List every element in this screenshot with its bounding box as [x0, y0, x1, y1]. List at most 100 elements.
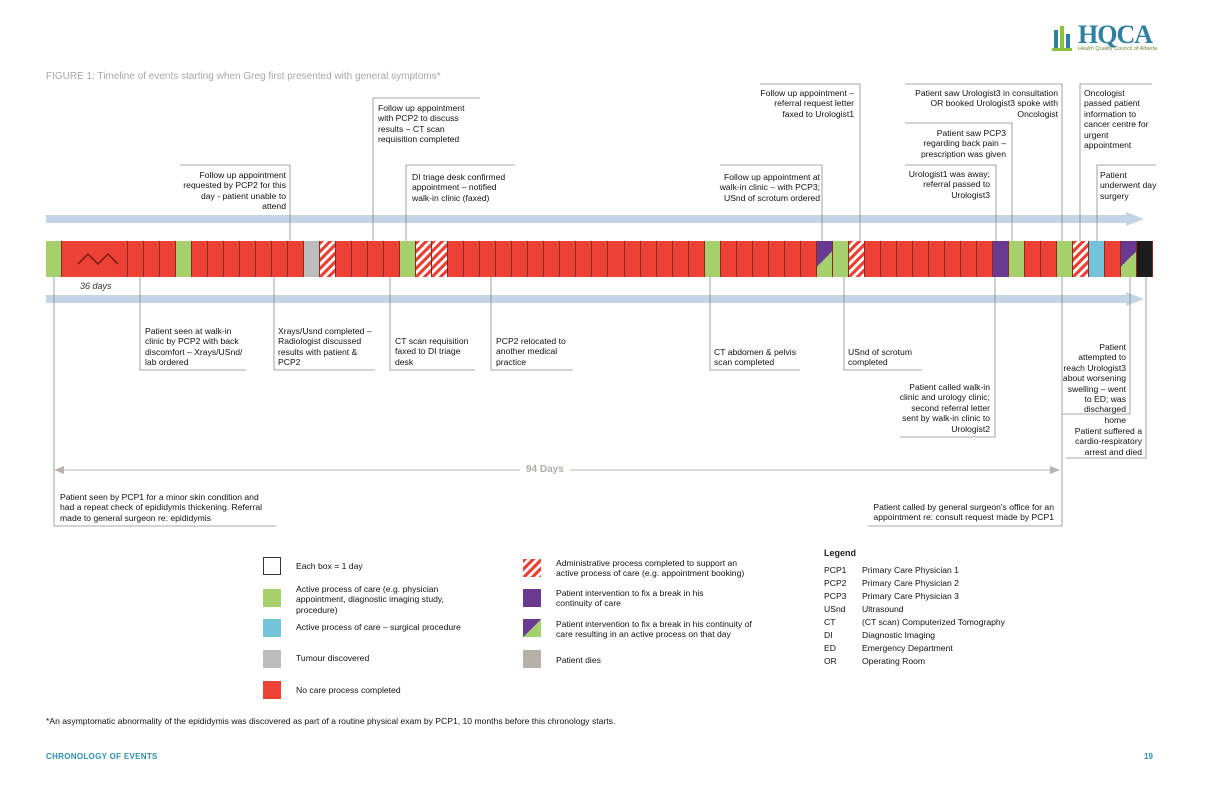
legend-swatch-dies — [523, 650, 541, 668]
day-no-care-red — [352, 241, 369, 277]
day-no-care-red — [944, 241, 961, 277]
legend-label-day: Each box = 1 day — [296, 561, 363, 571]
legend-swatch-admin — [523, 559, 541, 577]
annotation-walkin-pcp2: Patient seen at walk-in clinic by PCP2 w… — [145, 326, 243, 368]
day-no-care-red — [592, 241, 609, 277]
day-no-care-red — [720, 241, 737, 277]
annotation-oncologist: Oncologist passed patient information to… — [1084, 88, 1149, 151]
day-no-care-red — [224, 241, 241, 277]
day-no-care-red — [208, 241, 225, 277]
annotation-followup-pcp2: Follow up appointment with PCP2 to discu… — [378, 103, 465, 145]
legend-swatch-intervention-active — [523, 619, 541, 637]
legend-swatch-active — [263, 589, 281, 607]
annotation-second-referral: Patient called walk-in clinic and urolog… — [899, 382, 990, 434]
page-number: 19 — [1144, 752, 1153, 761]
day-no-care-red — [624, 241, 641, 277]
annotation-followup-requested: Follow up appointment requested by PCP2 … — [183, 170, 286, 212]
abbreviation-value: Primary Care Physician 1 — [862, 565, 959, 575]
abbreviation-value: Operating Room — [862, 656, 926, 666]
day-no-care-red — [640, 241, 657, 277]
day-tumour-grey — [304, 241, 321, 277]
day-no-care-red — [528, 241, 545, 277]
day-admin-hatched — [432, 241, 449, 277]
abbreviation-value: Primary Care Physician 3 — [862, 591, 959, 601]
legend-label-tumour: Tumour discovered — [296, 653, 370, 663]
day-compressed-36 — [62, 241, 129, 277]
day-active-green — [832, 241, 849, 277]
day-no-care-red — [960, 241, 977, 277]
annotation-went-to-ed: Patient attempted to reach Urologist3 ab… — [1062, 342, 1126, 425]
figure-title: FIGURE 1: Timeline of events starting wh… — [46, 71, 441, 82]
day-no-care-red — [240, 241, 257, 277]
legend-label-active: Active process of care (e.g. physician a… — [296, 584, 444, 615]
day-no-care-red — [800, 241, 817, 277]
day-active-green — [1056, 241, 1073, 277]
day-no-care-red — [512, 241, 529, 277]
day-no-care-red — [928, 241, 945, 277]
day-surgical-blue — [1088, 241, 1105, 277]
day-no-care-red — [976, 241, 993, 277]
legend-label-dies: Patient dies — [556, 655, 601, 665]
legend-swatch-tumour — [263, 650, 281, 668]
timeline-arrow-bottom — [46, 292, 1144, 306]
compressed-days-zigzag-icon — [77, 253, 119, 265]
day-intervention-purple — [992, 241, 1009, 277]
day-intervention-active — [1120, 241, 1137, 277]
day-no-care-red — [192, 241, 209, 277]
day-no-care-red — [256, 241, 273, 277]
day-no-care-red — [448, 241, 465, 277]
day-active-green — [400, 241, 417, 277]
annotation-di-triage: DI triage desk confirmed appointment – n… — [412, 172, 506, 203]
day-patient-dies — [1137, 241, 1154, 277]
day-active-green — [176, 241, 193, 277]
span-94-days-label: 94 Days — [520, 464, 570, 475]
logo-mark-icon — [1052, 26, 1072, 51]
day-no-care-red — [880, 241, 897, 277]
day-no-care-red — [160, 241, 177, 277]
legend-label-intervention: Patient intervention to fix a break in h… — [556, 588, 704, 609]
day-no-care-red — [656, 241, 673, 277]
annotation-pcp3-back-pain: Patient saw PCP3 regarding back pain – p… — [920, 128, 1006, 159]
day-no-care-red — [368, 241, 385, 277]
day-no-care-red — [1024, 241, 1041, 277]
day-no-care-red — [672, 241, 689, 277]
legend-swatch-surgical — [263, 619, 281, 637]
day-admin-hatched — [416, 241, 433, 277]
day-active-green — [1008, 241, 1025, 277]
day-active-green — [46, 241, 63, 277]
day-no-care-red — [560, 241, 577, 277]
legend-swatch-intervention — [523, 589, 541, 607]
legend-label-admin: Administrative process completed to supp… — [556, 558, 745, 579]
annotation-pcp1-start: Patient seen by PCP1 for a minor skin co… — [60, 492, 263, 523]
abbreviation-key: OR — [824, 656, 837, 666]
annotation-patient-died: Patient suffered a cardio-respiratory ar… — [1074, 426, 1142, 457]
timeline-arrow-top — [46, 212, 1144, 226]
day-no-care-red — [496, 241, 513, 277]
day-no-care-red — [576, 241, 593, 277]
legend-label-surgical: Active process of care – surgical proced… — [296, 622, 461, 632]
day-active-green — [704, 241, 721, 277]
abbreviation-value: Ultrasound — [862, 604, 904, 614]
logo-subtitle: Health Quality Council of Alberta — [1078, 46, 1158, 52]
day-strip — [46, 241, 1154, 277]
day-no-care-red — [544, 241, 561, 277]
day-no-care-red — [464, 241, 481, 277]
day-intervention-active — [816, 241, 833, 277]
annotation-usnd-completed: USnd of scrotum completed — [848, 347, 912, 368]
annotation-walkin-pcp3: Follow up appointment at walk-in clinic … — [719, 172, 820, 203]
day-no-care-red — [752, 241, 769, 277]
abbreviation-key: DI — [824, 630, 833, 640]
day-no-care-red — [1040, 241, 1057, 277]
day-no-care-red — [1104, 241, 1121, 277]
legend-label-no-care: No care process completed — [296, 685, 401, 695]
abbreviation-value: (CT scan) Computerized Tomography — [862, 617, 1005, 627]
legend-swatch-day — [263, 557, 281, 575]
day-no-care-red — [288, 241, 305, 277]
day-no-care-red — [144, 241, 161, 277]
day-no-care-red — [688, 241, 705, 277]
day-no-care-red — [736, 241, 753, 277]
day-no-care-red — [480, 241, 497, 277]
abbreviation-value: Primary Care Physician 2 — [862, 578, 959, 588]
abbreviation-key: PCP2 — [824, 578, 847, 588]
day-no-care-red — [128, 241, 145, 277]
